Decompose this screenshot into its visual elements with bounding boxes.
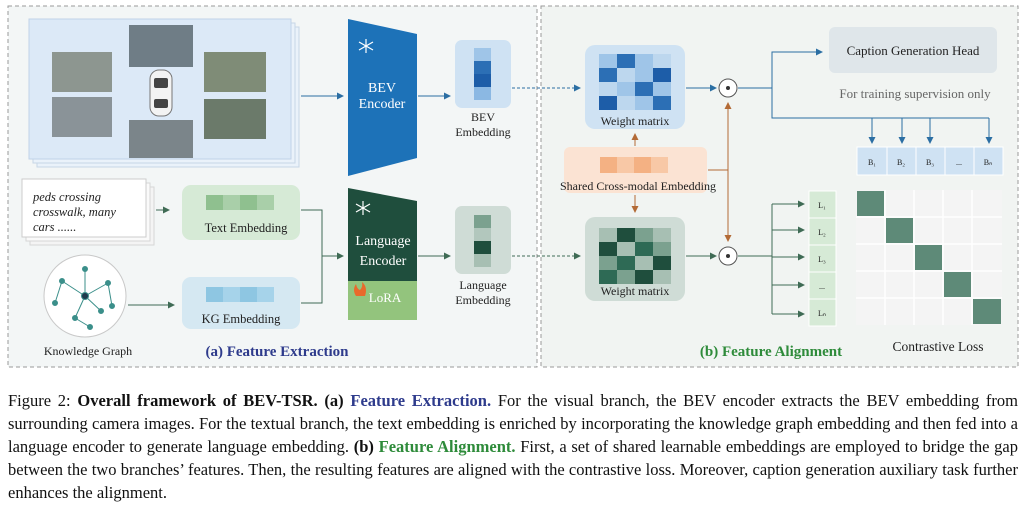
lora-block <box>348 281 417 320</box>
lora-label: LoRA <box>369 290 402 305</box>
camera-image-back-left <box>52 97 112 137</box>
l-label-2: L₂ <box>818 228 826 237</box>
l-label-5: Lₙ <box>818 309 826 318</box>
camera-images <box>28 18 300 168</box>
text-embedding-label: Text Embedding <box>205 221 289 235</box>
caption-a-label: (a) <box>324 391 344 410</box>
ego-car-icon <box>149 69 173 117</box>
l-label-1: L₁ <box>818 201 826 210</box>
language-encoder-label-2: Encoder <box>360 254 407 269</box>
knowledge-graph-icon <box>52 266 115 330</box>
camera-image-front-right <box>204 52 266 92</box>
b-label-4: ... <box>956 158 962 167</box>
caption-generation-head <box>829 27 997 73</box>
caption-b-text: First, a set of shared learnable embeddi… <box>8 437 1019 502</box>
b-label-3: B₃ <box>926 158 934 167</box>
text-input-documents <box>21 178 155 246</box>
language-embedding-label-2: Embedding <box>455 293 510 307</box>
flame-icon <box>354 282 366 296</box>
caption-title: Overall framework of BEV-TSR. <box>77 391 318 410</box>
contrastive-loss-label: Contrastive Loss <box>892 339 983 354</box>
caption-b-name: Feature Alignment. <box>378 437 516 456</box>
snowflake-icon <box>358 39 374 53</box>
bev-encoder-block <box>348 19 417 176</box>
bev-embedding-label-2: Embedding <box>455 125 510 139</box>
weight-matrix-bottom-grid <box>599 228 671 284</box>
l-label-4: ... <box>819 282 825 291</box>
text-input-line-2: crosswalk, many <box>33 205 116 219</box>
bev-encoder-label: BEV <box>368 81 396 96</box>
caption-a-text: For the visual branch, the BEV encoder e… <box>8 391 1018 456</box>
caption-prefix: Figure 2: <box>8 391 78 410</box>
text-input-line-1: peds crossing <box>32 190 101 204</box>
caption-head-label: Caption Generation Head <box>847 43 980 58</box>
snowflake-icon <box>355 201 371 215</box>
knowledge-graph-label: Knowledge Graph <box>44 344 132 358</box>
weight-matrix-top-grid <box>599 54 671 110</box>
l-column <box>808 190 837 327</box>
weight-matrix-top-label: Weight matrix <box>601 114 670 128</box>
framework-figure: BEV Encoder BEV Embedding peds crossing … <box>7 5 1019 368</box>
panel-b-title: (b) Feature Alignment <box>700 344 842 360</box>
weight-matrix-bottom-label: Weight matrix <box>601 284 670 298</box>
camera-image-back-right <box>204 99 266 139</box>
language-encoder-label: Language <box>355 234 410 249</box>
b-label-5: Bₙ <box>984 158 993 167</box>
b-row <box>856 146 1004 176</box>
b-label-2: B₂ <box>897 158 905 167</box>
l-label-3: L₃ <box>818 255 826 264</box>
camera-image-back <box>129 120 193 158</box>
b-label-1: B₁ <box>868 158 876 167</box>
language-embedding-label: Language <box>459 278 506 292</box>
caption-b-label: (b) <box>353 437 374 456</box>
contrastive-matrix <box>856 190 1002 325</box>
figure-caption: Figure 2: Overall framework of BEV-TSR. … <box>8 389 1018 504</box>
kg-embedding-label: KG Embedding <box>202 312 282 326</box>
text-input-line-3: cars ...... <box>33 220 76 234</box>
camera-image-front-left <box>52 52 112 92</box>
language-encoder-block <box>348 188 417 281</box>
panel-a-title: (a) Feature Extraction <box>205 344 349 360</box>
supervision-note: For training supervision only <box>839 86 991 101</box>
shared-embedding-label: Shared Cross-modal Embedding <box>560 179 716 193</box>
bev-embedding-label: BEV <box>471 110 495 124</box>
bev-encoder-label-2: Encoder <box>359 97 406 112</box>
caption-a-name: Feature Extraction. <box>350 391 492 410</box>
camera-image-front <box>129 25 193 67</box>
